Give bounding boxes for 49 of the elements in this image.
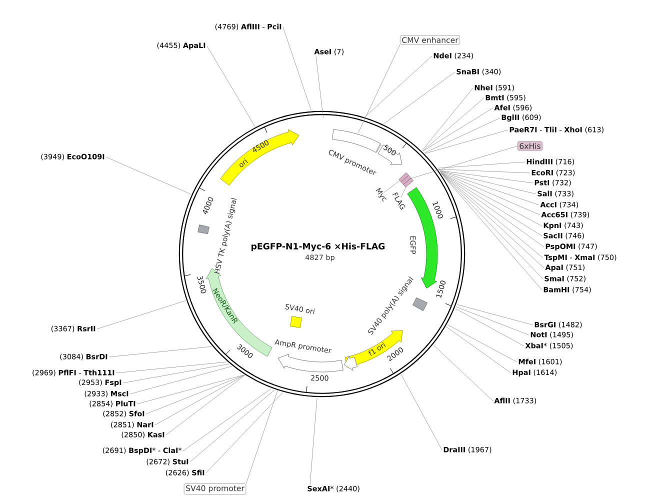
leader-line (439, 170, 534, 184)
leader-line (456, 306, 530, 336)
leader-line (246, 390, 278, 484)
leader-line (310, 398, 318, 485)
leader-line (422, 108, 494, 152)
leader-line (166, 375, 245, 436)
leader-line (455, 308, 524, 346)
leader-line (206, 46, 256, 127)
gene-feature (344, 356, 358, 371)
leader-line (358, 44, 400, 134)
leader-line (400, 374, 442, 450)
leader-line (130, 366, 232, 394)
leader-line (439, 170, 536, 194)
leader-line (136, 374, 244, 404)
leader-line (154, 375, 245, 426)
leader-line (146, 374, 244, 414)
leader-line (424, 118, 500, 154)
leader-line (446, 326, 512, 374)
leader-line (206, 392, 283, 474)
leader-line (456, 304, 534, 326)
leader-line (116, 362, 227, 374)
leader-line (316, 56, 324, 118)
leader-line (439, 170, 540, 206)
leader-line (182, 388, 272, 452)
leader-line (433, 344, 494, 402)
leader-line (440, 172, 542, 226)
leader-line (437, 162, 526, 168)
leader-line (122, 364, 230, 384)
leader-line (410, 146, 518, 179)
leader-line (440, 172, 542, 236)
leader-line (96, 300, 186, 330)
leader-line (422, 98, 484, 152)
leader-line (282, 26, 312, 111)
leader-line (108, 346, 212, 358)
tag-box (398, 172, 409, 182)
leader-line (106, 156, 192, 194)
leader-line (383, 72, 456, 124)
leader-line (440, 171, 540, 216)
tag-box (403, 178, 414, 188)
leader-line (438, 169, 530, 174)
leader-line (400, 186, 406, 198)
leader-line (424, 130, 508, 154)
leader-line (190, 390, 275, 462)
plasmid-title: pEGFP-N1-Myc-6 ×His-FLAG (252, 242, 385, 252)
tag-box (400, 175, 412, 185)
leader-line (365, 56, 432, 117)
leader-line (422, 88, 474, 151)
leader-line (447, 324, 518, 362)
leader-line (384, 180, 400, 193)
